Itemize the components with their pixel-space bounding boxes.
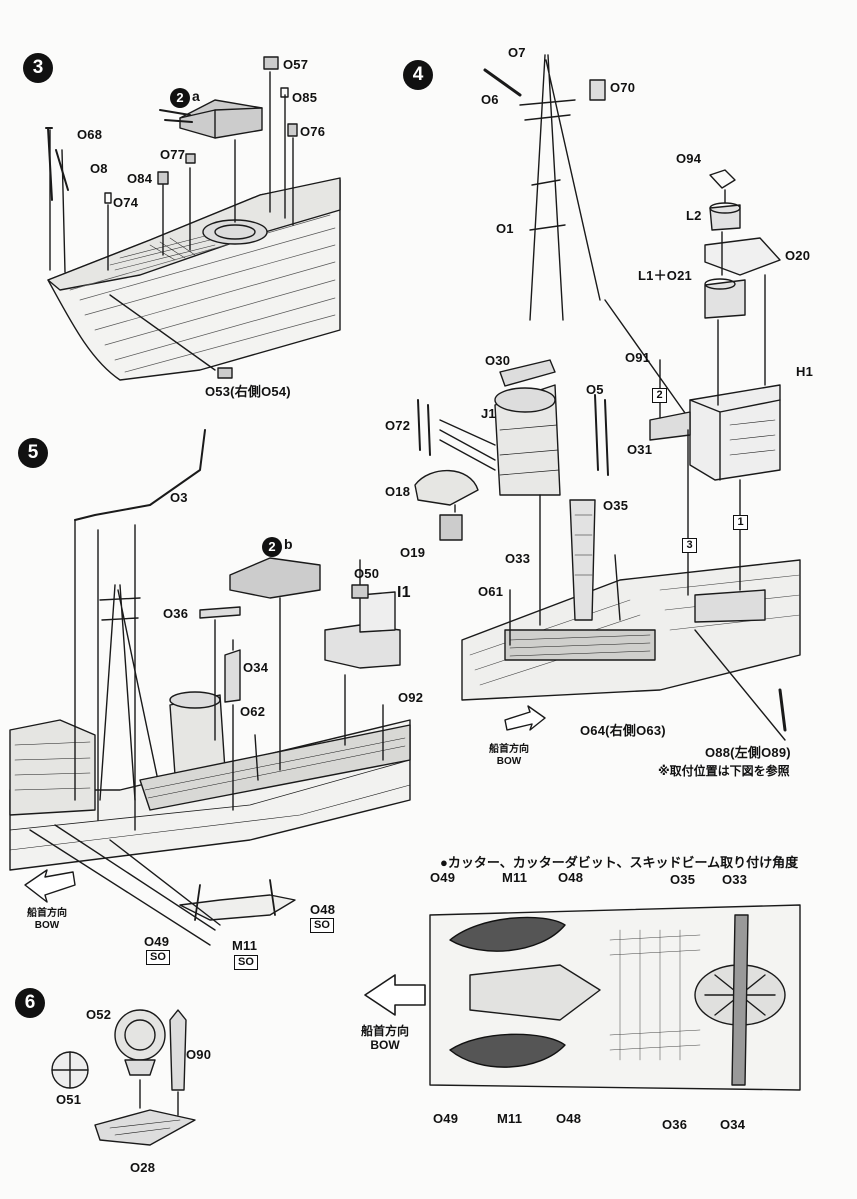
detail-top-view	[429, 904, 801, 1091]
part-label: M11	[232, 938, 258, 953]
bow-en: BOW	[34, 920, 60, 931]
part-label: O62	[240, 704, 266, 719]
part-label: O84	[127, 171, 153, 186]
part-label: O85	[292, 90, 318, 105]
step4-drawing	[414, 54, 801, 741]
step6-drawing	[51, 1009, 196, 1146]
bow-jp: 船首方向	[360, 1024, 409, 1038]
bow-direction-step5: 船首方向 BOW	[22, 908, 72, 932]
part-label: L2	[686, 208, 702, 223]
bow-jp: 船首方向	[27, 908, 67, 919]
subassembly-2a-letter: a	[192, 88, 200, 104]
part-label: O35	[603, 498, 629, 513]
part-label: O30	[485, 353, 511, 368]
bow-arrow-large	[364, 974, 426, 1016]
detail-label: M11	[502, 870, 528, 885]
subassembly-2b-letter: b	[284, 536, 293, 552]
part-label: O64(右側O63)	[580, 723, 666, 738]
detail-label: O36	[662, 1117, 688, 1132]
bow-direction-detail: 船首方向 BOW	[355, 1024, 415, 1052]
bow-en: BOW	[370, 1038, 400, 1052]
step-6-marker: 6	[15, 988, 45, 1018]
detail-label: O48	[558, 870, 584, 885]
part-label: O50	[354, 566, 380, 581]
subassembly-2a-number: 2	[170, 88, 190, 108]
ref-box-3: 3	[682, 538, 697, 553]
part-label: O53(右側O54)	[205, 384, 291, 399]
bow-jp: 船首方向	[489, 744, 529, 755]
part-label: O70	[610, 80, 636, 95]
part-label: O18	[385, 484, 411, 499]
part-label: L1＋O21	[638, 268, 692, 283]
part-label: O7	[508, 45, 526, 60]
ref-box-2: 2	[652, 388, 667, 403]
step3-hull-drawing	[45, 56, 341, 381]
part-label: O48	[310, 902, 336, 917]
detail-label: O33	[722, 872, 748, 887]
part-label: I1	[397, 584, 411, 601]
part-label: O68	[77, 127, 103, 142]
ref-box-1: 1	[733, 515, 748, 530]
part-label: O51	[56, 1092, 82, 1107]
part-label: O28	[130, 1160, 156, 1175]
part-label: O49	[144, 934, 170, 949]
part-label: O8	[90, 161, 108, 176]
part-label: O34	[243, 660, 269, 675]
detail-label: O35	[670, 872, 696, 887]
detail-title: ●カッター、カッターダビット、スキッドビーム取り付け角度	[440, 855, 799, 870]
subassembly-2b-number: 2	[262, 537, 282, 557]
bow-en: BOW	[496, 756, 522, 767]
part-label: O88(左側O89)	[705, 745, 791, 760]
detail-label: O49	[433, 1111, 459, 1126]
part-label: O77	[160, 147, 186, 162]
attachment-note: ※取付位置は下図を参照	[658, 764, 790, 778]
part-label: O72	[385, 418, 411, 433]
part-label: O74	[113, 195, 139, 210]
part-label: O94	[676, 151, 702, 166]
part-label: O33	[505, 551, 531, 566]
part-label: H1	[796, 364, 814, 379]
part-label: O36	[163, 606, 189, 621]
code-box: SO	[310, 918, 334, 933]
code-box: SO	[234, 955, 258, 970]
part-label: O92	[398, 690, 424, 705]
part-label: O91	[625, 350, 651, 365]
part-label: O1	[496, 221, 514, 236]
part-label: O3	[170, 490, 188, 505]
part-label: O20	[785, 248, 811, 263]
part-label: O61	[478, 584, 504, 599]
part-label: O5	[586, 382, 604, 397]
part-label: O6	[481, 92, 499, 107]
step-5-marker: 5	[18, 438, 48, 468]
part-label: J1	[481, 406, 496, 421]
step-3-marker: 3	[23, 53, 53, 83]
part-label: O90	[186, 1047, 212, 1062]
detail-label: M11	[497, 1111, 523, 1126]
bow-direction-step4: 船首方向 BOW	[484, 744, 534, 768]
part-label: O52	[86, 1007, 112, 1022]
part-label: O31	[627, 442, 653, 457]
detail-label: O48	[556, 1111, 582, 1126]
step-4-marker: 4	[403, 60, 433, 90]
part-label: O76	[300, 124, 326, 139]
detail-label: O34	[720, 1117, 746, 1132]
part-label: O57	[283, 57, 309, 72]
code-box: SO	[146, 950, 170, 965]
detail-label: O49	[430, 870, 456, 885]
step5-drawing	[9, 429, 411, 946]
part-label: O19	[400, 545, 426, 560]
